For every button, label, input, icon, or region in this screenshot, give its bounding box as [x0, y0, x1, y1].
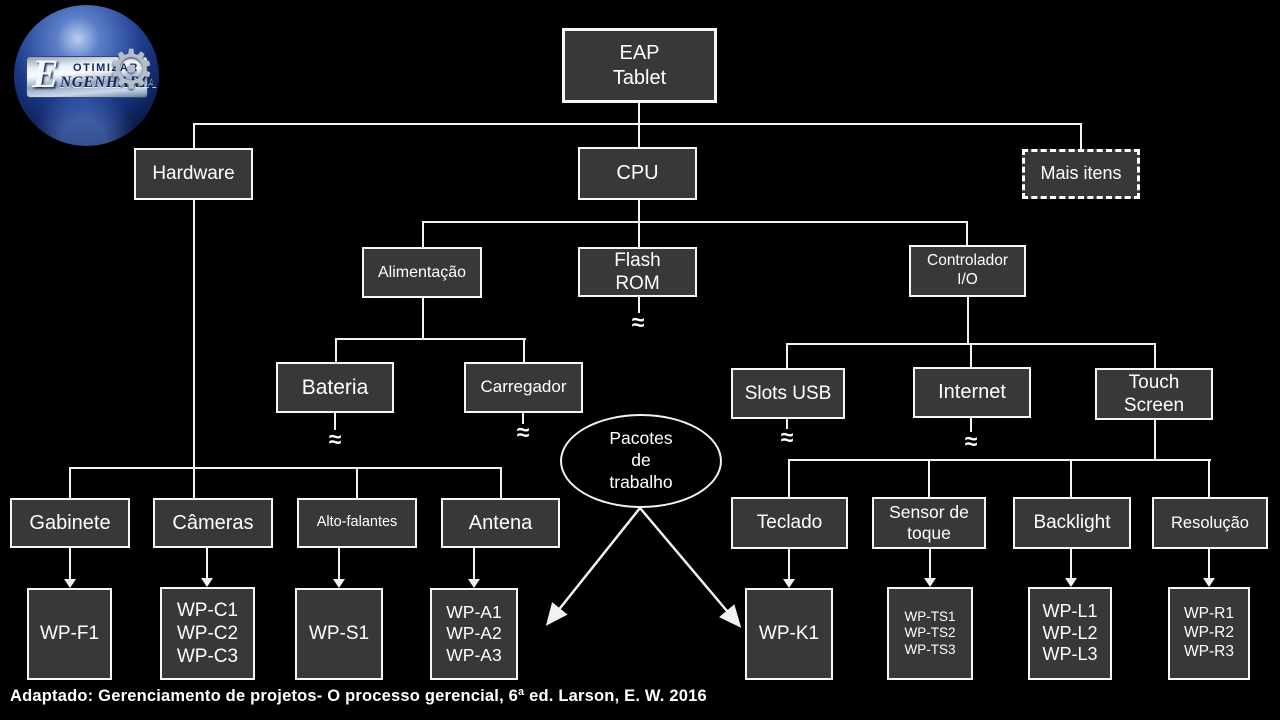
arrow-sensor-wpts [929, 549, 931, 579]
edge-stub-backlight [1070, 459, 1072, 497]
approx-mark-internet: ≈ [964, 428, 978, 454]
approx-mark-flash-rom: ≈ [631, 309, 645, 335]
edge-stub-controlador [966, 221, 968, 246]
edge-stub-sensor [928, 459, 930, 497]
edge-stub-gabinete [69, 467, 71, 498]
node-slots-usb: Slots USB [731, 368, 845, 419]
edge-stub-cameras [193, 467, 195, 498]
edge-hardware-connector [69, 467, 502, 469]
approx-mark-carregador: ≈ [516, 419, 530, 445]
logo-initial: E [32, 51, 59, 96]
edge-stub-carregador [523, 338, 525, 363]
node-mais-itens: Mais itens [1022, 149, 1140, 199]
edge-stub-touch-screen [1154, 343, 1156, 369]
node-touch-screen: Touch Screen [1095, 368, 1213, 420]
edge-stub-teclado [788, 459, 790, 497]
edge-alimentacao-connector [336, 338, 526, 340]
edge-controlador-trunk [967, 297, 969, 344]
node-controlador-io: Controlador I/O [909, 245, 1026, 297]
node-wp-k1: WP-K1 [745, 588, 833, 680]
arrow-resolucao-wpr [1208, 549, 1210, 579]
node-pacotes-de-trabalho: Pacotes de trabalho [560, 414, 722, 508]
edge-stub-internet [970, 343, 972, 368]
edge-flash-rom-tail [638, 297, 640, 313]
gear-icon: ⚙ [107, 40, 156, 100]
node-internet: Internet [913, 367, 1031, 418]
arrowhead [924, 578, 936, 587]
node-carregador: Carregador [464, 362, 583, 413]
node-wp-f1: WP-F1 [27, 588, 112, 680]
edge-stub-mais-itens [1080, 123, 1082, 150]
edge-stub-bateria [335, 338, 337, 363]
node-alimentacao: Alimentação [362, 247, 482, 298]
edge-cpu-connector [422, 221, 968, 223]
node-alto-falantes: Alto-falantes [297, 498, 417, 548]
arrow-gabinete-wpf [69, 548, 71, 580]
arrowhead [333, 579, 345, 588]
arrow-altofalantes-wps [338, 548, 340, 580]
edge-alimentacao-trunk [422, 298, 424, 339]
arrow-pacotes-to-wpk [639, 507, 742, 628]
node-backlight: Backlight [1013, 497, 1131, 549]
arrow-antena-wpa [473, 548, 475, 580]
node-wp-c-group: WP-C1 WP-C2 WP-C3 [160, 587, 255, 680]
edge-touch-connector [788, 459, 1211, 461]
node-antena: Antena [441, 498, 560, 548]
arrow-backlight-wpl [1070, 549, 1072, 579]
node-wp-l-group: WP-L1 WP-L2 WP-L3 [1028, 587, 1112, 680]
node-sensor-de-toque: Sensor de toque [872, 497, 986, 549]
node-wp-a-group: WP-A1 WP-A2 WP-A3 [430, 588, 518, 680]
edge-cpu-trunk [638, 200, 640, 222]
arrow-teclado-wpk [788, 549, 790, 580]
node-wp-r-group: WP-R1 WP-R2 WP-R3 [1168, 587, 1250, 680]
edge-eap-trunk [638, 103, 640, 125]
arrowhead [64, 579, 76, 588]
edge-slots-usb-tail [786, 419, 788, 429]
edge-touch-screen-trunk [1154, 420, 1156, 460]
edge-stub-alto-falantes [356, 467, 358, 498]
edge-stub-hardware [193, 123, 195, 149]
edge-stub-cpu [638, 123, 640, 148]
edge-hardware-trunk [193, 200, 195, 468]
approx-mark-slots-usb: ≈ [780, 424, 794, 450]
node-teclado: Teclado [731, 497, 848, 549]
arrowhead [468, 579, 480, 588]
node-cpu: CPU [578, 147, 697, 200]
edge-carregador-tail [522, 413, 524, 424]
arrowhead [1203, 578, 1215, 587]
edge-stub-alimentacao [422, 221, 424, 248]
node-eap-tablet: EAP Tablet [562, 28, 717, 103]
edge-stub-slots-usb [786, 343, 788, 369]
edge-stub-antena [500, 467, 502, 498]
approx-mark-bateria: ≈ [328, 426, 342, 452]
arrowhead [783, 579, 795, 588]
arrowhead [201, 578, 213, 587]
node-resolucao: Resolução [1152, 497, 1268, 549]
source-caption: Adaptado: Gerenciamento de projetos- O p… [10, 687, 707, 705]
edge-internet-tail [970, 418, 972, 432]
node-wp-ts-group: WP-TS1 WP-TS2 WP-TS3 [887, 587, 973, 680]
logo-text-otimizar: OTIMIZAR [73, 62, 139, 74]
logo-text-engenharia: NGENHARIA [60, 74, 158, 91]
arrowhead [1065, 578, 1077, 587]
arrow-cameras-wpc [206, 548, 208, 579]
node-wp-s1: WP-S1 [295, 588, 383, 680]
node-hardware: Hardware [134, 148, 253, 200]
node-gabinete: Gabinete [10, 498, 130, 548]
arrow-pacotes-to-wpa [545, 507, 641, 626]
node-flash-rom: Flash ROM [578, 247, 697, 297]
node-cameras: Câmeras [153, 498, 273, 548]
edge-stub-flash-rom [638, 221, 640, 248]
edge-stub-resolucao [1208, 459, 1210, 497]
otimizar-engenharia-logo: E OTIMIZAR NGENHARIA ⚙ [14, 5, 159, 146]
logo-band: E OTIMIZAR NGENHARIA [26, 51, 157, 98]
edge-bateria-tail [334, 413, 336, 430]
node-bateria: Bateria [276, 362, 394, 413]
